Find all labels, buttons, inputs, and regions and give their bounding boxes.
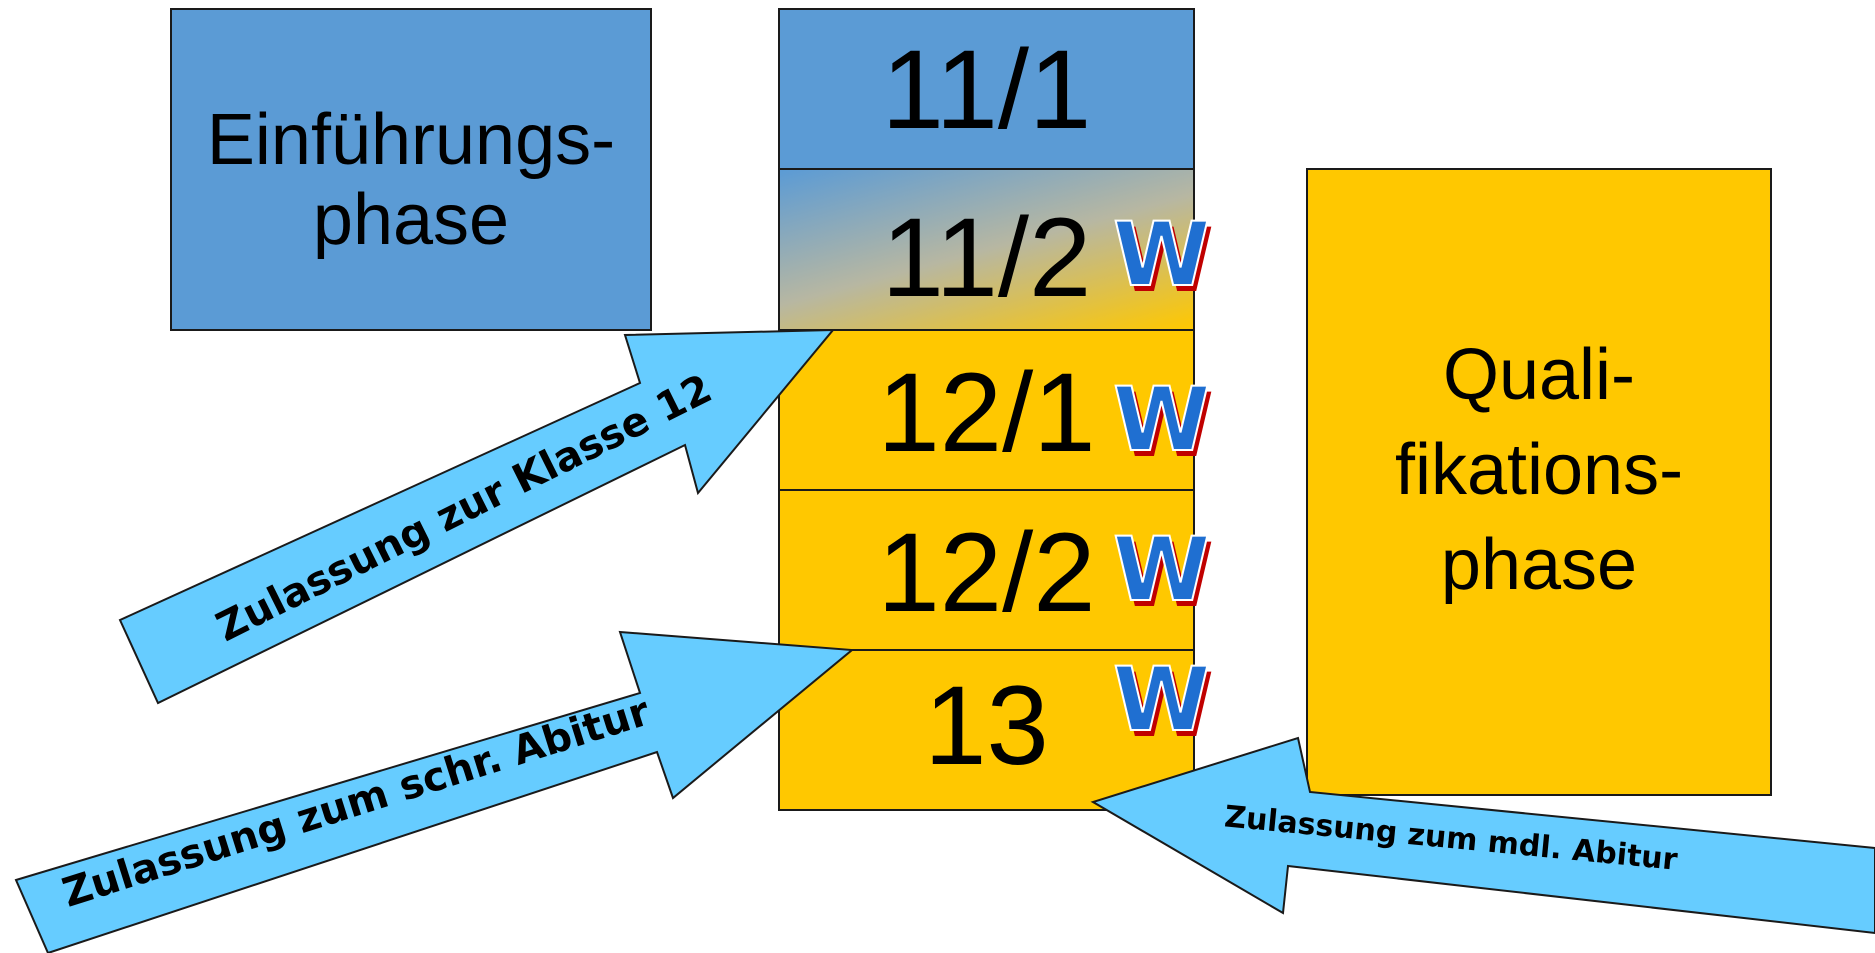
arrow-shape: [1090, 736, 1875, 935]
stage-11-1: 11/1: [778, 8, 1195, 170]
w-marker: W W: [1112, 202, 1214, 312]
qualification-phase-line2: fikations-: [1394, 430, 1684, 510]
stage-label: 13: [924, 663, 1049, 788]
w-marker: W W: [1112, 647, 1214, 757]
arrow-label: Zulassung zur Klasse 12: [209, 366, 719, 651]
intro-phase-line1: Einführungs-: [206, 100, 616, 180]
w-marker-shadow: W: [1117, 374, 1214, 477]
arrow-label: Zulassung zum schr. Abitur: [57, 689, 655, 917]
stage-label: 11/2: [881, 195, 1092, 320]
arrow-zulassung-mdl-abitur: Zulassung zum mdl. Abitur: [1090, 736, 1875, 935]
stage-label: 12/1: [877, 350, 1096, 475]
w-marker-letter: W: [1113, 648, 1210, 751]
stage-12-2: 12/2: [778, 489, 1195, 651]
w-marker-shadow: W: [1117, 654, 1214, 757]
w-marker-shadow: W: [1117, 209, 1214, 312]
stage-label: 11/1: [881, 27, 1092, 152]
intro-phase-line2: phase: [312, 180, 510, 260]
w-marker: W W: [1112, 517, 1214, 627]
w-marker-letter: W: [1113, 203, 1210, 306]
qualification-phase-line3: phase: [1440, 525, 1638, 605]
stage-11-2: 11/2: [778, 168, 1195, 331]
intro-phase-box: Einführungs- phase: [170, 8, 652, 331]
stage-13: 13: [778, 649, 1195, 811]
arrow-shape: [118, 328, 836, 705]
arrow-zulassung-schr-abitur: Zulassung zum schr. Abitur: [14, 630, 855, 953]
qualification-phase-line1: Quali-: [1442, 335, 1636, 415]
stage-12-1: 12/1: [778, 329, 1195, 491]
qualification-phase-box: Quali- fikations- phase: [1306, 168, 1772, 796]
w-marker-shadow: W: [1117, 524, 1214, 627]
w-marker-letter: W: [1113, 518, 1210, 621]
stage-label: 12/2: [877, 510, 1096, 635]
w-marker-letter: W: [1113, 368, 1210, 471]
w-marker: W W: [1112, 367, 1214, 477]
arrow-shape: [14, 630, 855, 953]
